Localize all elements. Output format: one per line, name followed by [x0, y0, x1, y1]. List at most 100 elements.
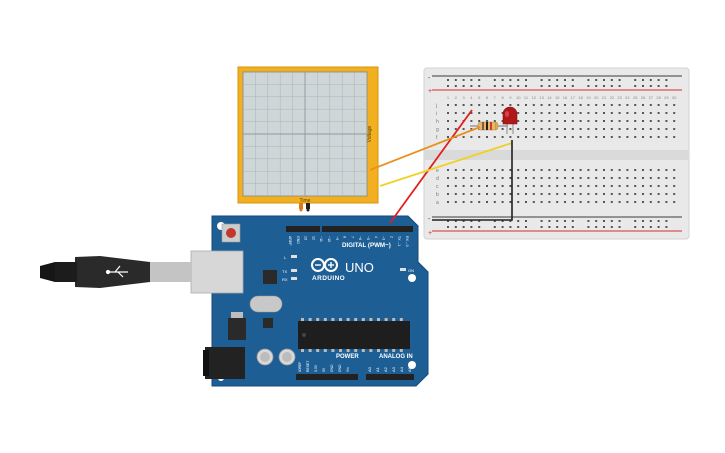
- breadboard-hole[interactable]: [642, 104, 644, 106]
- breadboard-hole[interactable]: [665, 104, 668, 106]
- rail-hole[interactable]: [595, 226, 598, 228]
- breadboard-hole[interactable]: [462, 185, 465, 187]
- rail-hole[interactable]: [556, 85, 559, 87]
- rail-hole[interactable]: [587, 220, 590, 222]
- rail-hole[interactable]: [587, 226, 590, 228]
- rail-hole[interactable]: [657, 79, 660, 81]
- rail-hole[interactable]: [540, 85, 543, 87]
- rail-hole[interactable]: [571, 226, 574, 228]
- rail-hole[interactable]: [618, 85, 621, 87]
- breadboard-hole[interactable]: [556, 193, 559, 195]
- rail-hole[interactable]: [462, 85, 465, 87]
- breadboard-hole[interactable]: [649, 177, 652, 179]
- breadboard-hole[interactable]: [610, 136, 613, 138]
- breadboard-hole[interactable]: [470, 120, 473, 122]
- breadboard-hole[interactable]: [642, 185, 644, 187]
- rail-hole[interactable]: [525, 226, 527, 228]
- breadboard-hole[interactable]: [501, 120, 504, 122]
- rail-hole[interactable]: [657, 220, 660, 222]
- breadboard-hole[interactable]: [447, 112, 449, 114]
- breadboard-hole[interactable]: [587, 177, 590, 179]
- rail-hole[interactable]: [603, 85, 605, 87]
- breadboard-hole[interactable]: [673, 128, 676, 130]
- breadboard-hole[interactable]: [470, 112, 473, 114]
- breadboard-hole[interactable]: [610, 169, 613, 171]
- breadboard-hole[interactable]: [564, 185, 566, 187]
- breadboard-hole[interactable]: [665, 136, 668, 138]
- breadboard-hole[interactable]: [447, 193, 449, 195]
- breadboard-hole[interactable]: [548, 169, 551, 171]
- breadboard-hole[interactable]: [657, 104, 660, 106]
- breadboard-hole[interactable]: [454, 120, 457, 122]
- rail-hole[interactable]: [525, 79, 527, 81]
- breadboard-hole[interactable]: [603, 120, 605, 122]
- breadboard-hole[interactable]: [649, 112, 652, 114]
- rail-hole[interactable]: [665, 79, 668, 81]
- breadboard-hole[interactable]: [556, 128, 559, 130]
- breadboard-hole[interactable]: [626, 136, 629, 138]
- breadboard-hole[interactable]: [649, 104, 652, 106]
- breadboard-hole[interactable]: [595, 185, 598, 187]
- breadboard-hole[interactable]: [673, 177, 676, 179]
- breadboard-hole[interactable]: [486, 201, 488, 203]
- breadboard-hole[interactable]: [540, 128, 543, 130]
- breadboard-hole[interactable]: [540, 185, 543, 187]
- rail-hole[interactable]: [571, 79, 574, 81]
- breadboard-hole[interactable]: [478, 201, 481, 203]
- breadboard-hole[interactable]: [642, 201, 644, 203]
- breadboard-hole[interactable]: [486, 177, 488, 179]
- breadboard-hole[interactable]: [634, 120, 637, 122]
- rail-hole[interactable]: [540, 79, 543, 81]
- breadboard-hole[interactable]: [525, 120, 527, 122]
- rail-hole[interactable]: [634, 79, 637, 81]
- breadboard-hole[interactable]: [501, 112, 504, 114]
- rail-hole[interactable]: [501, 79, 504, 81]
- breadboard-hole[interactable]: [470, 128, 473, 130]
- breadboard-hole[interactable]: [642, 120, 644, 122]
- breadboard-hole[interactable]: [501, 201, 504, 203]
- breadboard-hole[interactable]: [626, 177, 629, 179]
- rail-hole[interactable]: [657, 85, 660, 87]
- breadboard-hole[interactable]: [618, 193, 621, 195]
- breadboard-hole[interactable]: [517, 177, 520, 179]
- breadboard-hole[interactable]: [493, 112, 496, 114]
- breadboard-hole[interactable]: [540, 136, 543, 138]
- breadboard-hole[interactable]: [486, 193, 488, 195]
- breadboard-hole[interactable]: [493, 104, 496, 106]
- breadboard-hole[interactable]: [571, 112, 574, 114]
- breadboard-hole[interactable]: [579, 112, 582, 114]
- breadboard-hole[interactable]: [603, 104, 605, 106]
- breadboard-hole[interactable]: [618, 128, 621, 130]
- breadboard-hole[interactable]: [532, 136, 535, 138]
- rail-hole[interactable]: [595, 79, 598, 81]
- rail-hole[interactable]: [642, 79, 644, 81]
- breadboard-hole[interactable]: [657, 185, 660, 187]
- rail-hole[interactable]: [556, 79, 559, 81]
- breadboard-hole[interactable]: [665, 112, 668, 114]
- reset-button[interactable]: [221, 223, 241, 243]
- breadboard-hole[interactable]: [493, 136, 496, 138]
- breadboard-hole[interactable]: [548, 128, 551, 130]
- breadboard-hole[interactable]: [470, 185, 473, 187]
- rail-hole[interactable]: [478, 85, 481, 87]
- rail-hole[interactable]: [454, 79, 457, 81]
- rail-hole[interactable]: [540, 220, 543, 222]
- breadboard-hole[interactable]: [501, 128, 504, 130]
- rail-hole[interactable]: [556, 226, 559, 228]
- breadboard-hole[interactable]: [579, 185, 582, 187]
- breadboard-hole[interactable]: [571, 193, 574, 195]
- breadboard-hole[interactable]: [595, 120, 598, 122]
- breadboard-hole[interactable]: [564, 193, 566, 195]
- breadboard-hole[interactable]: [634, 169, 637, 171]
- breadboard-hole[interactable]: [540, 193, 543, 195]
- breadboard-hole[interactable]: [626, 112, 629, 114]
- rail-hole[interactable]: [603, 226, 605, 228]
- rail-hole[interactable]: [501, 226, 504, 228]
- rail-hole[interactable]: [478, 226, 481, 228]
- breadboard-hole[interactable]: [525, 185, 527, 187]
- breadboard-hole[interactable]: [470, 169, 473, 171]
- breadboard-hole[interactable]: [532, 128, 535, 130]
- rail-hole[interactable]: [595, 220, 598, 222]
- breadboard-hole[interactable]: [634, 193, 637, 195]
